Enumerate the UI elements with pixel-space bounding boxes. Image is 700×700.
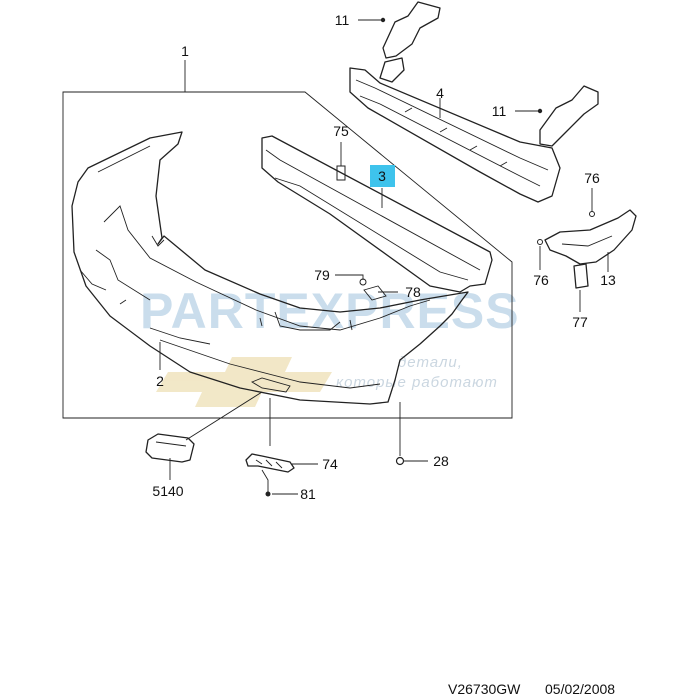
upper-bracket-right [539,85,599,147]
upper-bracket-left [382,1,441,59]
leader-lines [159,19,609,496]
reflector-inner [155,441,187,447]
trim-74 [245,453,295,473]
callout-75: 75 [333,123,349,139]
clip-76a [589,211,595,217]
watermark-tagline-1: детали, [398,354,463,371]
callout-5140: 5140 [152,483,183,499]
callout-79: 79 [314,267,330,283]
energy-absorber [261,135,493,293]
clip-77 [573,263,589,289]
callout-3-highlight [370,165,395,187]
callout-1: 1 [181,43,189,59]
callout-11-right: 11 [492,103,507,119]
screw-28 [395,456,405,466]
clip-76b [537,239,543,245]
callout-3: 3 [378,168,386,184]
callout-78: 78 [405,284,421,300]
callout-11-top: 11 [335,12,350,28]
callout-81: 81 [300,486,316,502]
callout-76-top: 76 [584,170,600,186]
reflector [145,433,195,463]
watermark: PARTEXPRESS детали, которые работают [140,283,519,407]
callout-13: 13 [600,272,616,288]
callout-4: 4 [436,85,444,101]
reinforcement-beam [349,67,561,203]
callout-76-left: 76 [533,272,549,288]
side-bracket [544,209,637,265]
callout-77: 77 [572,314,588,330]
upper-bracket-left-foot [379,57,405,83]
bumper-fascia [71,131,469,405]
diagram-date: 05/02/2008 [545,681,615,697]
assembly-frame [62,91,513,419]
chevrolet-bowtie-logo [156,357,332,407]
diagram-code: V26730GW [448,681,521,697]
callout-28: 28 [433,453,449,469]
trim-74-hatch [255,459,283,469]
watermark-tagline-2: которые работают [336,374,498,391]
callout-74: 74 [322,456,338,472]
callout-labels: 1 2 3 4 11 11 13 28 74 75 76 76 77 78 79… [152,12,616,502]
clip-78 [363,285,387,301]
callout-2: 2 [156,373,164,389]
